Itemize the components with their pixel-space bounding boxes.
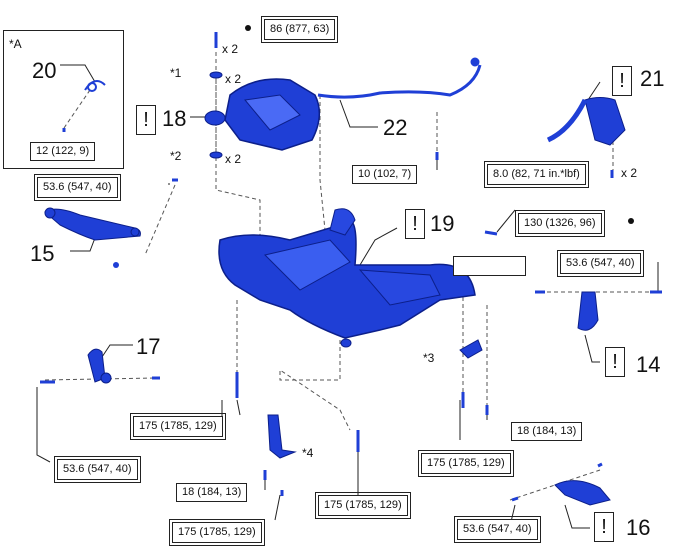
subframe — [218, 208, 476, 339]
callout-18: 18 — [162, 106, 187, 131]
note-x2: x 2 — [222, 42, 239, 56]
torque-53-left-bottom: 53.6 (547, 40) — [54, 456, 141, 483]
bracket-21 — [546, 97, 626, 146]
note-x2: x 2 — [225, 72, 242, 86]
caution-icon: ! — [136, 105, 156, 135]
callout-20: 20 — [32, 58, 57, 83]
caution-icon: ! — [605, 347, 625, 377]
torque-175-a: 175 (1785, 129) — [130, 413, 226, 440]
note-x2: x 2 — [621, 166, 638, 180]
bolts — [40, 32, 662, 502]
bullet-icon — [245, 25, 251, 31]
bullet-icon — [628, 218, 634, 224]
arm-15 — [44, 207, 141, 268]
callout-16: 16 — [626, 515, 651, 540]
rear-differential — [204, 78, 321, 151]
torque-53-bottom-right: 53.6 (547, 40) — [454, 516, 541, 543]
caution-icon: ! — [612, 66, 632, 96]
caution-icon: ! — [405, 209, 425, 239]
callout-14: 14 — [636, 352, 661, 377]
inset-label: *A — [9, 37, 22, 51]
leader-lines — [44, 52, 660, 501]
note-star2: *2 — [170, 149, 182, 163]
bracket-parts — [209, 71, 483, 459]
blank-label — [453, 256, 526, 276]
torque-130: 130 (1326, 96) — [515, 210, 605, 237]
note-star3: *3 — [423, 351, 435, 365]
torque-53-left-top: 53.6 (547, 40) — [34, 174, 121, 201]
caution-icon: ! — [594, 512, 614, 542]
torque-8: 8.0 (82, 71 in.*lbf) — [484, 161, 589, 188]
torque-inset: 12 (122, 9) — [30, 142, 96, 161]
torque-86: 86 (877, 63) — [260, 16, 339, 43]
torque-18-b: 18 (184, 13) — [176, 483, 248, 502]
note-star1: *1 — [170, 66, 182, 80]
callout-22: 22 — [383, 115, 408, 140]
torque-175-c: 175 (1785, 129) — [315, 492, 411, 519]
link-16 — [554, 480, 611, 506]
link-17 — [87, 348, 112, 384]
inset-a — [3, 30, 124, 169]
torque-175-b: 175 (1785, 129) — [418, 450, 514, 477]
callout-21: 21 — [640, 66, 665, 91]
wire-harness — [317, 57, 482, 99]
callout-15: 15 — [30, 241, 55, 266]
note-x2: x 2 — [225, 152, 242, 166]
torque-175-d: 175 (1785, 129) — [169, 519, 265, 546]
arm-14 — [577, 291, 599, 331]
callout-17: 17 — [136, 334, 161, 359]
torque-10: 10 (102, 7) — [352, 165, 418, 184]
callout-19: 19 — [430, 211, 455, 236]
torque-18-a: 18 (184, 13) — [511, 422, 583, 441]
torque-53-right: 53.6 (547, 40) — [557, 250, 644, 277]
note-star4: *4 — [302, 446, 314, 460]
inset-harness — [84, 80, 106, 92]
